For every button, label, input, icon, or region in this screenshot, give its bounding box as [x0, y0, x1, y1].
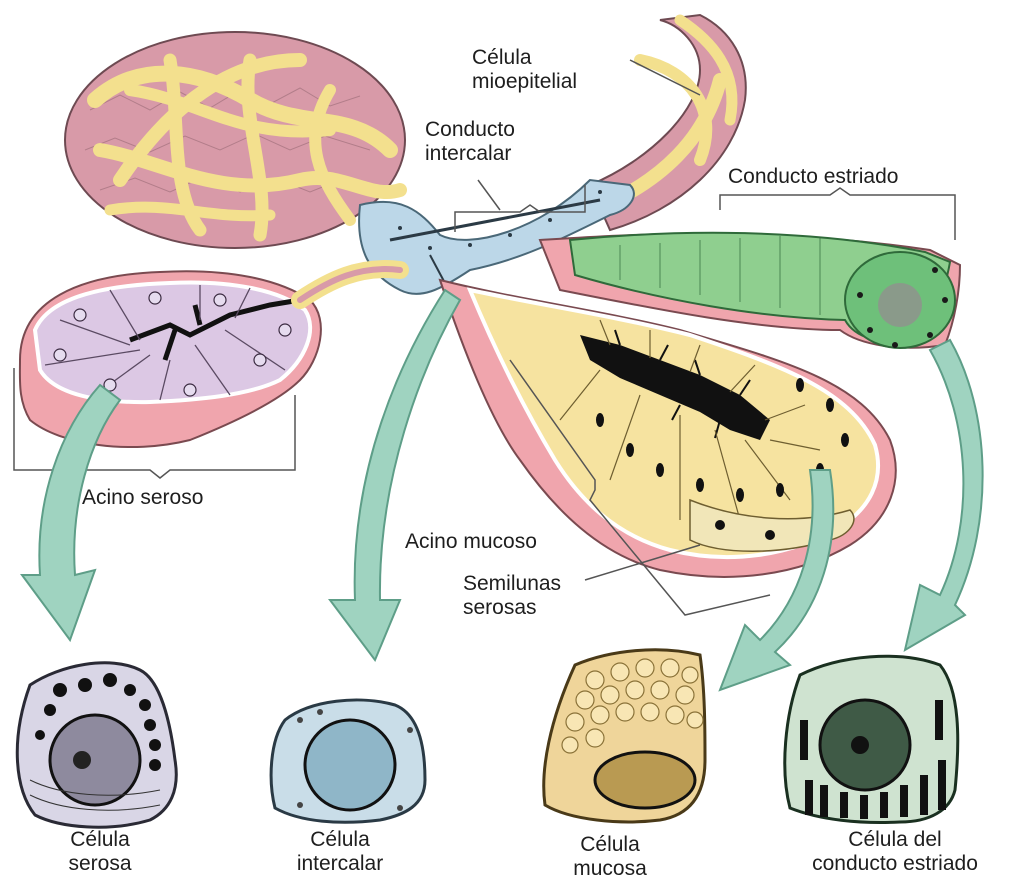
- arrow-intercalar: [330, 290, 460, 660]
- label-conducto-intercalar: Conducto intercalar: [425, 118, 515, 166]
- arrow-estriado: [905, 340, 983, 650]
- label-conducto-estriado: Conducto estriado: [728, 165, 898, 189]
- label-semilunas-serosas: Semilunas serosas: [463, 572, 561, 620]
- cell-estriado: [785, 656, 958, 822]
- label-celula-intercalar: Célula intercalar: [280, 828, 400, 876]
- cell-serosa: [17, 663, 176, 827]
- myoepithelial-acinus: [65, 32, 405, 248]
- label-celula-mucosa: Célula mucosa: [550, 833, 670, 881]
- label-acino-seroso: Acino seroso: [82, 486, 203, 510]
- label-acino-mucoso: Acino mucoso: [405, 530, 537, 554]
- cell-mucosa: [544, 650, 705, 822]
- label-celula-serosa: Célula serosa: [45, 828, 155, 876]
- label-celula-conducto-estriado: Célula del conducto estriado: [775, 828, 1015, 876]
- label-celula-mioepitelial: Célula mioepitelial: [472, 46, 577, 94]
- cell-intercalar: [271, 700, 425, 822]
